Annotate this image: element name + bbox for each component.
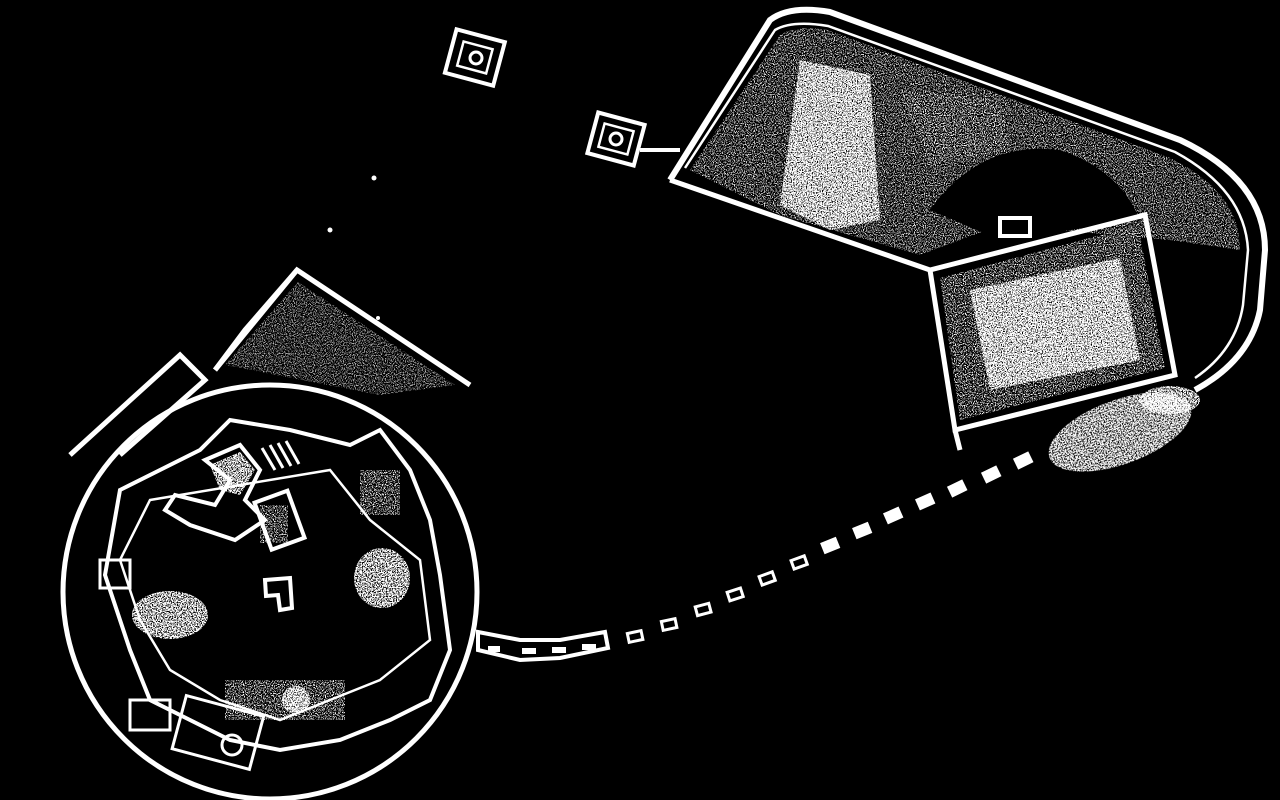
keep-floor	[210, 452, 255, 495]
interior-details	[98, 470, 410, 772]
dashed-path[interactable]	[625, 451, 1034, 645]
annex-floor	[225, 282, 455, 395]
circular-fortress[interactable]	[60, 266, 480, 800]
rounded-compound[interactable]	[640, 6, 1269, 393]
stone-wall-path[interactable]	[476, 629, 611, 663]
small-tower-1[interactable]	[442, 26, 508, 89]
scattered-markers	[327, 175, 380, 320]
inner-rectangular-room[interactable]	[927, 211, 1178, 451]
foliage-cluster	[1048, 386, 1200, 472]
fortress-outer-wall	[60, 382, 480, 800]
small-tower-2[interactable]	[584, 110, 648, 168]
stairs	[260, 440, 301, 471]
